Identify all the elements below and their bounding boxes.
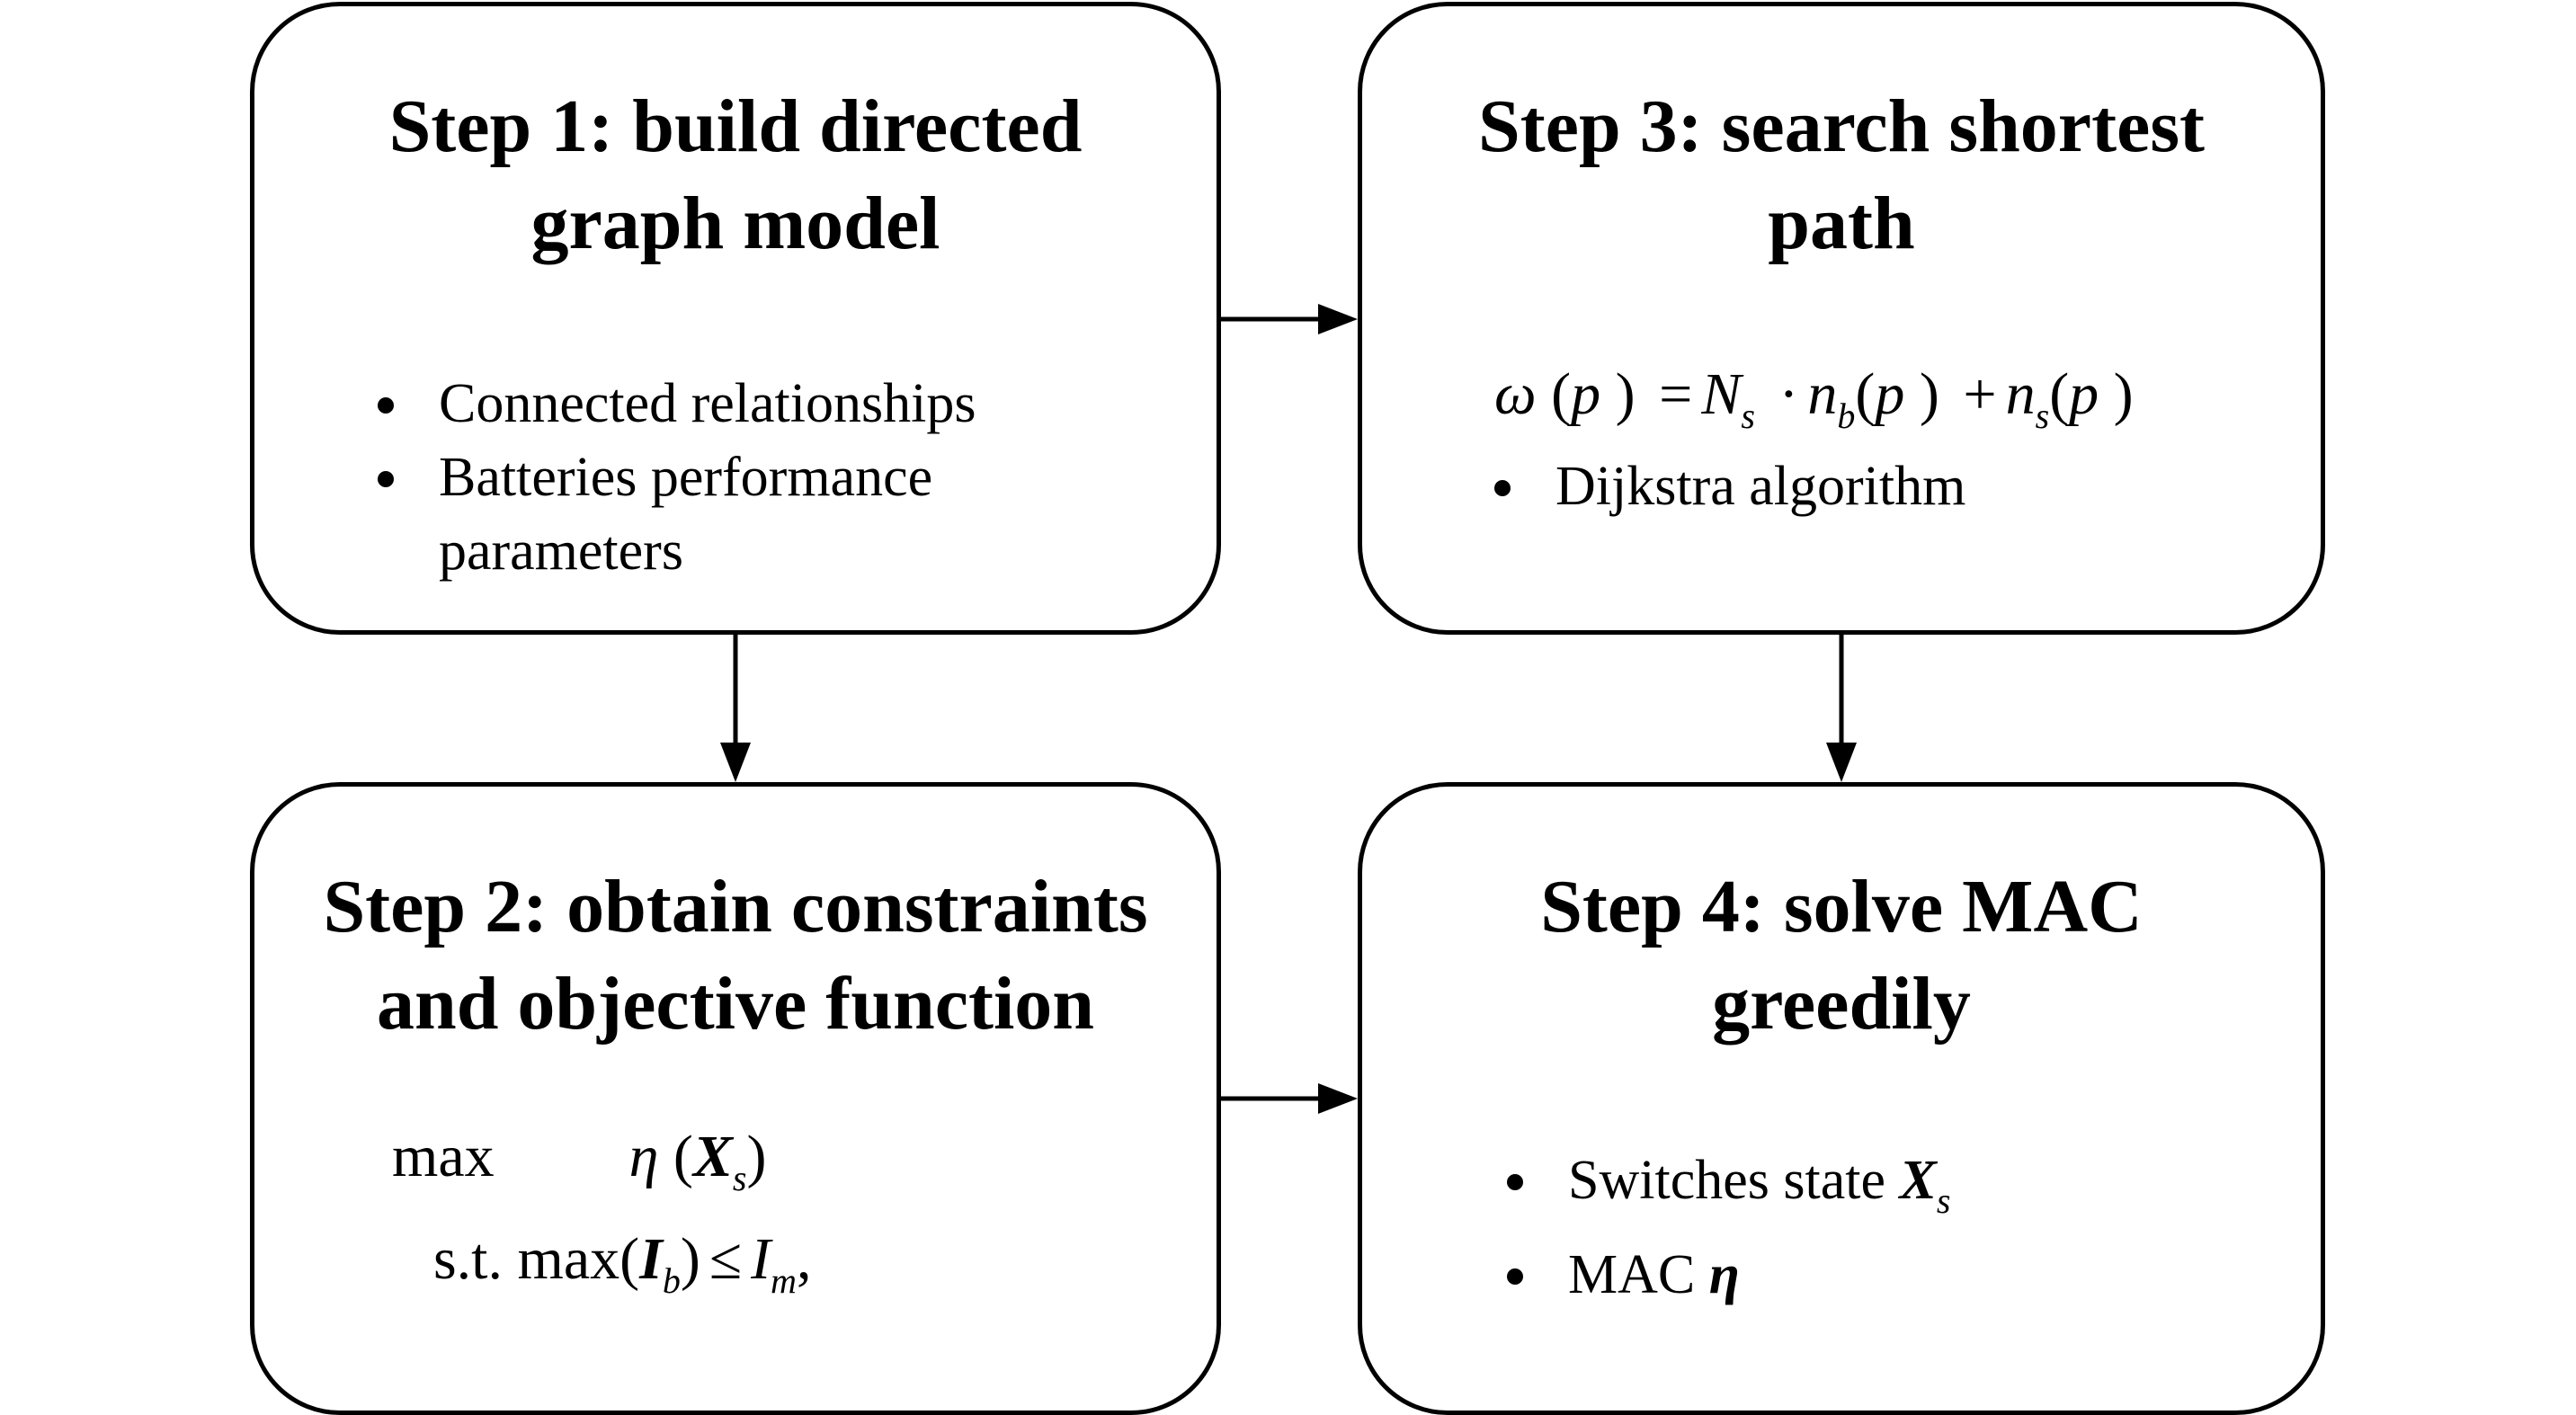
step3-bullet-1: Dijkstra algorithm [1494,449,1965,523]
step4-bullet-2-text: MAC [1568,1244,1696,1305]
math-N: N [1701,361,1742,427]
step1-box: Step 1: build directed graph model [250,2,1221,635]
arrow-step3-to-step4 [1826,635,1857,782]
step1-bullet-1: Connected relationships [378,367,976,441]
math-p: p [1571,361,1601,427]
step4-bullet-1-text: Switches state [1568,1150,1885,1211]
step1-bullet-2-line1: Batteries performance [439,447,933,508]
step1-bullet-1-text: Connected relationships [439,373,976,434]
step4-box: Step 4: solve MAC greedily [1358,782,2325,1415]
step3-weight-equation: ω (p ) =Ns ·nb(p ) +ns(p ) [1494,361,2134,436]
step4-bullet-2: MAC η [1507,1238,1950,1312]
math-X-bold: X [692,1124,733,1189]
math-sub-b: b [662,1260,681,1301]
math-equals: = [1659,361,1693,427]
arrow-step2-to-step4 [1221,1083,1358,1114]
step3-title: Step 3: search shortest path [1362,78,2321,272]
step3-box: Step 3: search shortest path [1358,2,2325,635]
math-plus: + [1963,361,1997,427]
step1-title-line1: Step 1: build directed [388,85,1083,168]
math-I: I [751,1226,771,1292]
step1-title: Step 1: build directed graph model [254,78,1217,272]
step2-constraint: s.t. max(Ib)≤Im, [433,1226,812,1301]
step3-bullet-1-text: Dijkstra algorithm [1555,456,1966,517]
step3-title-line2: path [1768,182,1915,265]
math-sub-s: s [2035,396,2050,436]
step2-title: Step 2: obtain constraints and objective… [254,859,1217,1053]
bullet-dot-icon [1507,1174,1523,1190]
math-n: n [2005,361,2036,427]
step4-bullet-list: Switches state Xs MAC η [1507,1144,1950,1312]
math-sub-b: b [1837,396,1856,436]
bullet-dot-icon [378,471,394,487]
step4-bullet-1: Switches state Xs [1507,1144,1950,1238]
step4-title-line1: Step 4: solve MAC [1540,865,2143,948]
math-eta-bold: η [1708,1244,1740,1305]
arrow-step1-to-step2 [720,635,751,782]
step4-title: Step 4: solve MAC greedily [1362,859,2321,1053]
step1-bullet-2: Batteries performance parameters [378,441,976,588]
math-eta: η [628,1124,659,1189]
step1-title-line2: graph model [530,182,940,265]
math-st: s.t. [433,1226,504,1292]
arrow-step1-to-step3 [1221,304,1358,334]
math-p: p [1875,361,1905,427]
math-sub-s: s [732,1158,747,1198]
math-omega: ω [1494,361,1537,427]
step2-title-line1: Step 2: obtain constraints [323,865,1148,948]
math-I-bold: I [639,1226,663,1292]
math-n: n [1807,361,1838,427]
step2-title-line2: and objective function [377,962,1094,1046]
math-le: ≤ [709,1226,743,1292]
math-dot: · [1778,361,1799,427]
bullet-dot-icon [1494,480,1511,496]
math-p: p [2069,361,2099,427]
step3-bullet-list: Dijkstra algorithm [1494,449,1965,523]
step1-bullet-list: Connected relationships Batteries perfor… [378,367,976,588]
bullet-dot-icon [378,397,394,414]
math-sub-s: s [1936,1180,1951,1221]
math-sub-m: m [771,1260,797,1301]
math-max: max [517,1226,620,1292]
math-sub-s: s [1741,396,1755,436]
math-max: max [392,1124,495,1189]
step3-title-line1: Step 3: search shortest [1477,85,2205,168]
bullet-dot-icon [1507,1268,1523,1285]
math-X-bold: X [1899,1150,1937,1211]
step1-bullet-2-line2: parameters [439,521,683,582]
step4-title-line2: greedily [1712,962,1971,1046]
